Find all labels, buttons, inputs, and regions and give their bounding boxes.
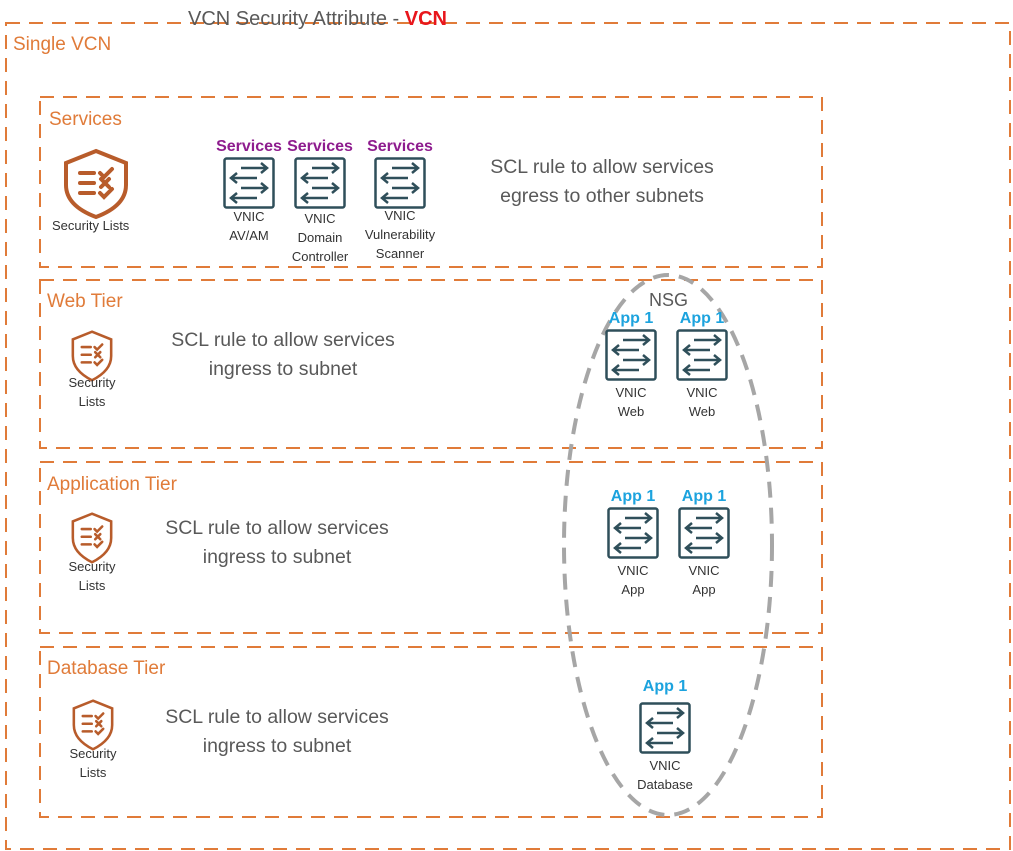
vnic-label-line: Database: [637, 777, 693, 792]
vnic-label-line: Controller: [291, 249, 349, 264]
rule-line: egress to other subnets: [500, 185, 704, 207]
diagram-title: VCN Security Attribute - VCN: [188, 8, 447, 31]
vnic-icon[interactable]: [678, 507, 730, 559]
app-rule-text: SCL rule to allow services ingress to su…: [152, 514, 402, 572]
vnic-tag: Services: [216, 138, 282, 155]
security-lists-label-line: Security: [68, 559, 116, 574]
vnic-label-line: VNIC: [615, 385, 647, 400]
vnic-icon[interactable]: [676, 329, 728, 381]
vnic-tag: App 1: [642, 678, 688, 695]
vnic-label-line: App: [692, 582, 716, 597]
vnic-icon[interactable]: [294, 157, 346, 209]
rule-line: ingress to subnet: [208, 358, 358, 380]
security-lists-icon: [71, 512, 113, 564]
security-lists-label-line: Lists: [78, 578, 106, 593]
title-text: VCN Security Attribute -: [188, 8, 405, 30]
vnic-icon[interactable]: [374, 157, 426, 209]
vnic-icon[interactable]: [223, 157, 275, 209]
nsg-label: NSG: [649, 290, 689, 310]
vnic-label-line: VNIC: [649, 758, 681, 773]
rule-line: ingress to subnet: [202, 735, 352, 757]
vnic-label-line: App: [621, 582, 645, 597]
security-lists-label-line: Lists: [79, 765, 107, 780]
rule-line: SCL rule to allow services: [490, 156, 714, 178]
vnic-label: VNIC Web: [686, 383, 717, 421]
rule-line: SCL rule to allow services: [171, 329, 395, 351]
vnic-label-line: VNIC: [304, 211, 336, 226]
security-lists-icon: [71, 330, 113, 382]
security-lists-label: Security Lists: [52, 218, 130, 233]
vnic-tag: Services: [367, 138, 433, 155]
vnic-label-line: Web: [617, 404, 645, 419]
security-lists-icon: [72, 699, 114, 751]
security-lists-label-line: Security: [69, 746, 117, 761]
vnic-label: VNIC App: [617, 561, 648, 599]
db-rule-text: SCL rule to allow services ingress to su…: [152, 703, 402, 761]
vnic-label-line: VNIC: [617, 563, 649, 578]
vnic-label: VNIC AV/AM: [229, 207, 269, 245]
rule-line: ingress to subnet: [202, 546, 352, 568]
vnic-tag: Services: [287, 138, 353, 155]
vnic-label-line: Vulnerability: [364, 227, 436, 242]
vnic-label: VNIC Web: [615, 383, 646, 421]
vnic-label-line: VNIC: [688, 563, 720, 578]
services-label: Services: [49, 109, 122, 130]
vnic-icon[interactable]: [607, 507, 659, 559]
security-lists-label-line: Security: [68, 375, 116, 390]
vnic-label-line: Scanner: [375, 246, 425, 261]
vnic-label-line: VNIC: [384, 208, 416, 223]
vnic-label-line: VNIC: [233, 209, 265, 224]
security-lists-icon: [64, 148, 128, 219]
services-rule-text: SCL rule to allow services egress to oth…: [477, 153, 727, 211]
vnic-tag: App 1: [681, 488, 727, 505]
vnic-label: VNIC App: [688, 561, 719, 599]
vnic-label-line: Domain: [297, 230, 343, 245]
vnic-label-line: Web: [688, 404, 716, 419]
web-tier-label: Web Tier: [47, 291, 123, 312]
vnic-tag: App 1: [608, 310, 654, 327]
vnic-label-line: AV/AM: [229, 228, 269, 243]
vnic-tag: App 1: [610, 488, 656, 505]
vnic-label-line: VNIC: [686, 385, 718, 400]
title-accent: VCN: [404, 8, 447, 30]
application-tier-label: Application Tier: [47, 474, 177, 495]
vnic-icon[interactable]: [605, 329, 657, 381]
vnic-icon[interactable]: [639, 702, 691, 754]
web-rule-text: SCL rule to allow services ingress to su…: [158, 326, 408, 384]
rule-line: SCL rule to allow services: [165, 517, 389, 539]
single-vcn-label: Single VCN: [13, 34, 112, 55]
security-lists-label-line: Lists: [78, 394, 106, 409]
vnic-tag: App 1: [679, 310, 725, 327]
rule-line: SCL rule to allow services: [165, 706, 389, 728]
vnic-label: VNIC Database: [637, 756, 693, 794]
database-tier-label: Database Tier: [47, 658, 166, 679]
